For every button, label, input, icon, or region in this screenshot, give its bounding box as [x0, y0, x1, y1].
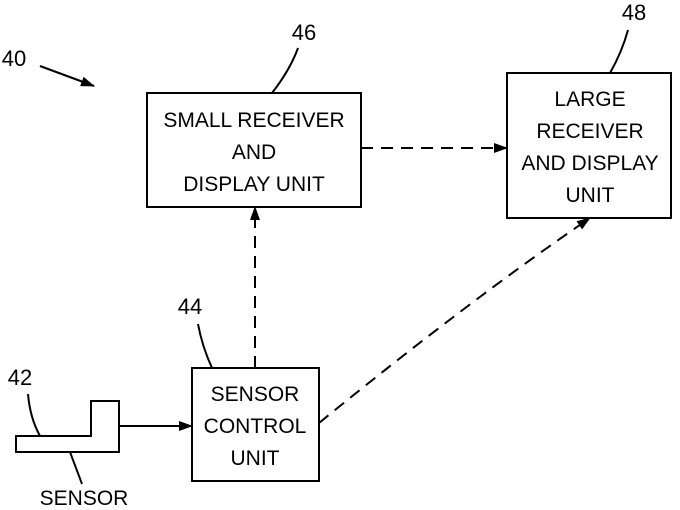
- small-receiver-reference-number: 46: [292, 20, 316, 45]
- large-receiver-label-line-4: UNIT: [566, 184, 615, 207]
- figure-reference-arrow: [40, 66, 94, 86]
- large-receiver-block: LARGE RECEIVER AND DISPLAY UNIT: [507, 73, 671, 218]
- sensor-control-block: SENSOR CONTROL UNIT: [192, 368, 319, 481]
- sensor-reference-number: 42: [8, 365, 32, 390]
- small-receiver-label-line-1: SMALL RECEIVER: [163, 109, 344, 132]
- sensor-label-leader-line: [70, 452, 82, 484]
- sensor-control-reference-number: 44: [178, 294, 202, 319]
- large-receiver-leader-line: [610, 30, 628, 73]
- small-receiver-label-line-3: DISPLAY UNIT: [183, 173, 325, 196]
- sensor-shape: [16, 401, 119, 452]
- small-receiver-block: SMALL RECEIVER AND DISPLAY UNIT: [147, 93, 361, 207]
- sensor-reference-leader-line: [28, 394, 40, 436]
- sensor-control-label-line-2: CONTROL: [204, 415, 307, 438]
- sensor-label: SENSOR: [40, 487, 129, 510]
- large-receiver-reference-number: 48: [622, 0, 646, 25]
- large-receiver-label-line-3: AND DISPLAY: [521, 152, 658, 175]
- sensor-control-leader-line: [198, 324, 212, 368]
- large-receiver-label-line-2: RECEIVER: [536, 120, 643, 143]
- control-to-large-receiver-arrow: [319, 218, 590, 423]
- sensor-block: [16, 401, 119, 452]
- sensor-control-label-line-3: UNIT: [231, 447, 280, 470]
- small-receiver-label-line-2: AND: [232, 141, 276, 164]
- large-receiver-label-line-1: LARGE: [554, 88, 625, 111]
- sensor-control-label-line-1: SENSOR: [211, 383, 300, 406]
- figure-reference-number: 40: [2, 46, 26, 71]
- small-receiver-leader-line: [272, 48, 298, 93]
